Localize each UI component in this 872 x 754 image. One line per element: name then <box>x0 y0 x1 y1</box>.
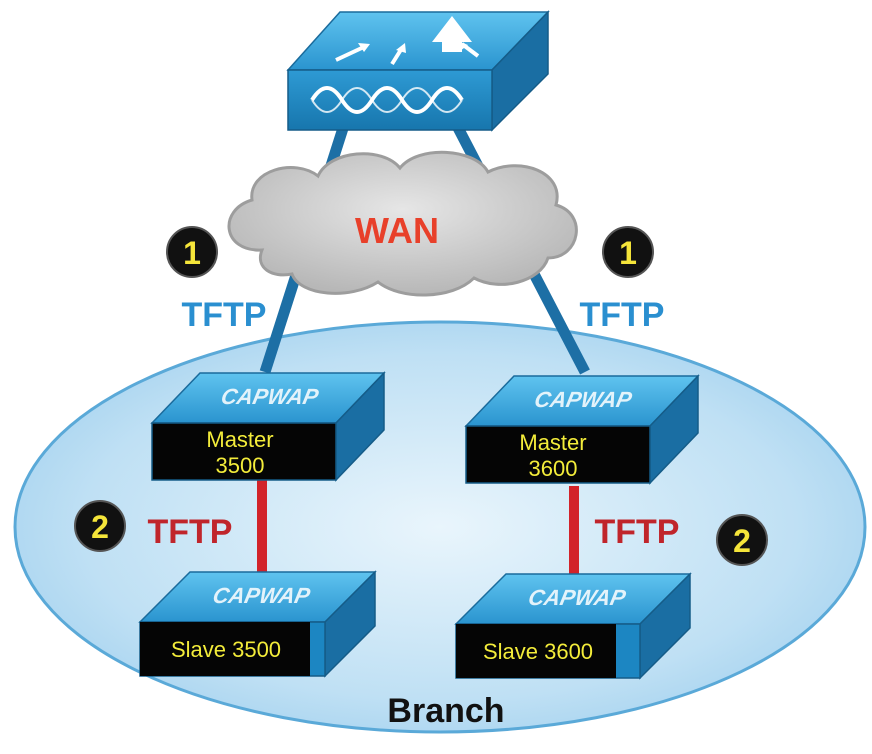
master-right-line1: Master <box>519 430 586 455</box>
wan-label: WAN <box>355 210 439 251</box>
svg-text:2: 2 <box>733 523 751 559</box>
local-tftp-right-label: TFTP <box>595 513 680 551</box>
master-right-line2: 3600 <box>529 456 578 481</box>
wan-tftp-left-label: TFTP <box>182 296 267 334</box>
step-badge-left-2: 2 <box>74 500 126 552</box>
slave-left-line1: Slave 3500 <box>171 637 281 662</box>
master-left-ap: CAPWAP Master 3500 <box>150 371 386 482</box>
slave-right-capwap: CAPWAP <box>526 585 628 610</box>
slave-right-line1: Slave 3600 <box>483 639 593 664</box>
master-right-ap: CAPWAP Master 3600 <box>464 374 700 485</box>
wan-tftp-right-label: TFTP <box>580 296 665 334</box>
wlan-controller-icon <box>286 10 550 132</box>
svg-text:1: 1 <box>619 235 637 271</box>
master-left-capwap: CAPWAP <box>219 384 321 409</box>
svg-text:2: 2 <box>91 509 109 545</box>
step-badge-right-2: 2 <box>716 514 768 566</box>
access-point-icon <box>464 374 700 485</box>
step-badge-right-1: 1 <box>602 226 654 278</box>
slave-left-ap: CAPWAP Slave 3500 <box>138 570 377 678</box>
master-right-capwap: CAPWAP <box>532 387 634 412</box>
master-left-line1: Master <box>206 427 273 452</box>
slave-right-ap: CAPWAP Slave 3600 <box>454 572 692 680</box>
slave-left-capwap: CAPWAP <box>211 583 313 608</box>
step-badge-left-1: 1 <box>166 226 218 278</box>
local-tftp-left-label: TFTP <box>148 513 233 551</box>
wan-cloud: WAN <box>227 150 578 297</box>
access-point-icon <box>150 371 386 482</box>
branch-label: Branch <box>387 692 504 730</box>
master-left-line2: 3500 <box>216 453 265 478</box>
access-point-icon <box>454 572 692 680</box>
access-point-icon <box>138 570 377 678</box>
svg-text:1: 1 <box>183 235 201 271</box>
